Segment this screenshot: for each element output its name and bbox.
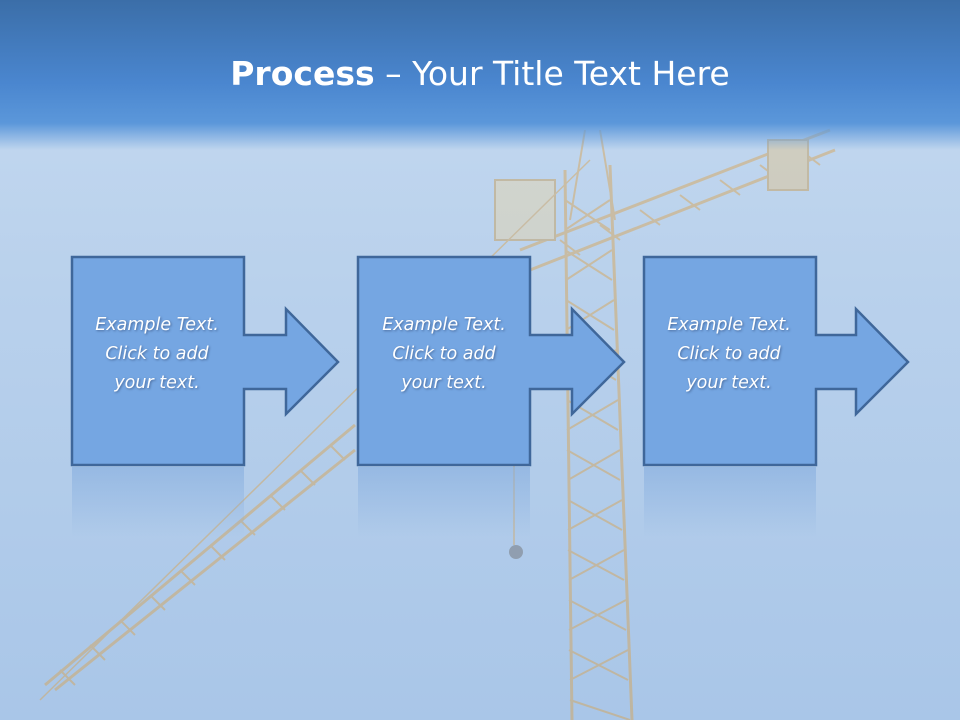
title-rest-text: – Your Title Text Here bbox=[374, 54, 730, 93]
title-bar bbox=[0, 0, 960, 150]
step-1-shape[interactable] bbox=[70, 255, 340, 467]
step-2-reflection bbox=[358, 467, 530, 537]
step-2-line-2: Click to add bbox=[392, 344, 496, 364]
step-2-line-1: Example Text. bbox=[382, 315, 506, 335]
step-1-line-3: your text. bbox=[114, 373, 200, 393]
step-3-line-1: Example Text. bbox=[667, 315, 791, 335]
step-2-text[interactable]: Example Text. Click to add your text. bbox=[357, 311, 531, 398]
step-1-text[interactable]: Example Text. Click to add your text. bbox=[70, 311, 244, 398]
step-1-line-1: Example Text. bbox=[95, 315, 219, 335]
step-1-line-2: Click to add bbox=[105, 344, 209, 364]
step-2-shape[interactable] bbox=[356, 255, 626, 467]
step-2-line-3: your text. bbox=[401, 373, 487, 393]
step-3-shape[interactable] bbox=[642, 255, 910, 467]
step-3-line-3: your text. bbox=[686, 373, 772, 393]
step-3-line-2: Click to add bbox=[677, 344, 781, 364]
slide-title[interactable]: Process – Your Title Text Here bbox=[0, 52, 960, 96]
step-3-text[interactable]: Example Text. Click to add your text. bbox=[642, 311, 816, 398]
step-1-reflection bbox=[72, 467, 244, 537]
step-3-reflection bbox=[644, 467, 816, 537]
title-bold-text: Process bbox=[230, 54, 375, 93]
